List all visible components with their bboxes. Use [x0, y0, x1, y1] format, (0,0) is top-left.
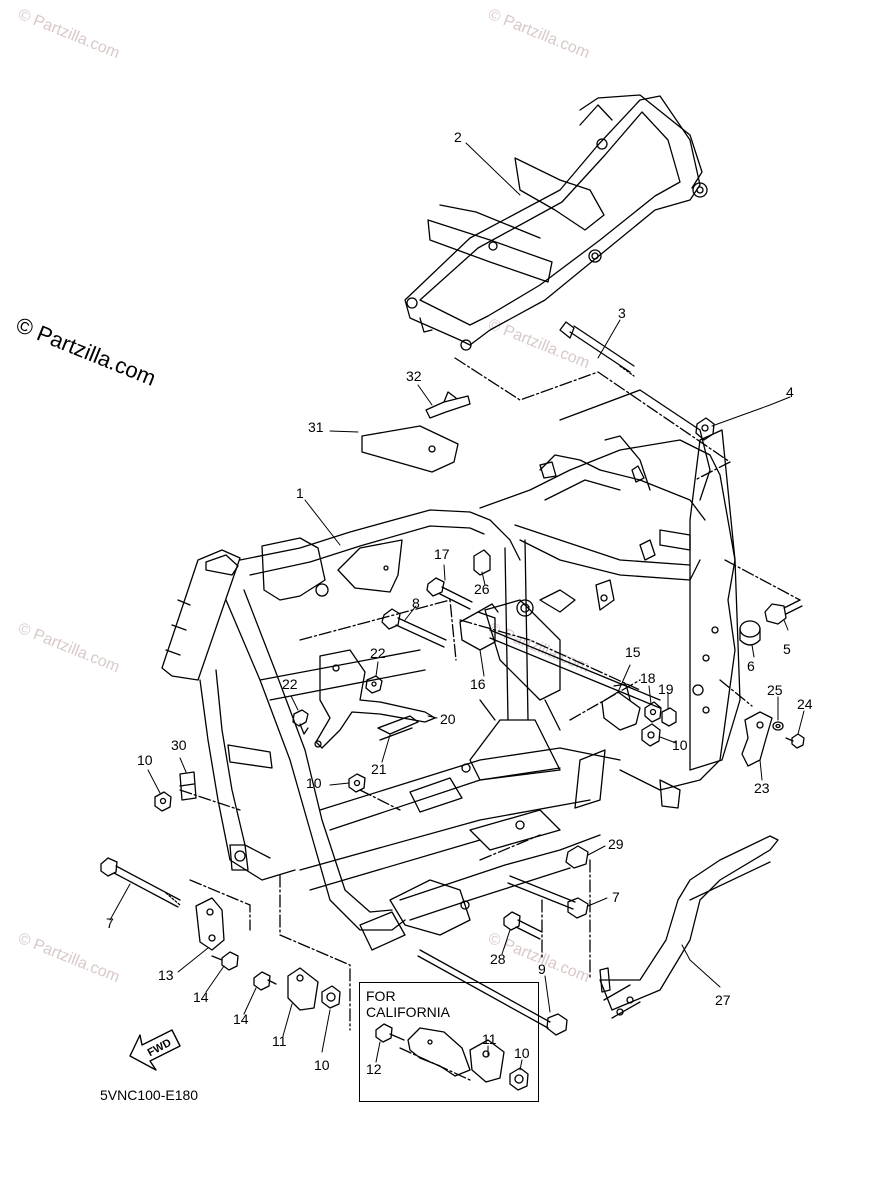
part-label: 10: [137, 752, 153, 768]
assembly-lines: [179, 559, 801, 1031]
bracket-part-15: [601, 683, 641, 731]
part-label: 14: [193, 989, 209, 1005]
part-label: 6: [747, 658, 755, 674]
part-label: 16: [470, 676, 486, 692]
part-label: 9: [538, 961, 546, 977]
part-label: 10: [514, 1045, 530, 1061]
part-label: 28: [490, 951, 506, 967]
bolt-part-5: [764, 599, 803, 625]
part-label: 29: [608, 836, 624, 852]
part-label: 32: [406, 368, 422, 384]
part-label: 30: [171, 737, 187, 753]
bolt-part-22-left: [292, 709, 309, 735]
part-label: 11: [482, 1031, 497, 1047]
part-label: 26: [474, 581, 490, 597]
cap-part-29: [565, 845, 589, 869]
nut-part-10-right: [641, 723, 661, 747]
plate-part-31: [361, 425, 459, 473]
part-label: 15: [625, 644, 641, 660]
california-parts: [375, 1023, 529, 1091]
bolt-part-7-right: [507, 875, 589, 919]
bracket-part-20: [314, 649, 436, 749]
part-label: 5: [783, 641, 791, 657]
nut-part-18: [644, 701, 662, 723]
bolt-part-7-left: [100, 857, 181, 908]
rear-fender-stay: [404, 94, 708, 351]
clip-part-32: [425, 391, 471, 419]
nut-part-10-left: [154, 791, 172, 812]
bolt-part-9: [417, 949, 568, 1036]
part-label: 21: [371, 761, 387, 777]
part-label: 20: [440, 711, 456, 727]
bolt-part-14-upper: [211, 951, 239, 971]
bolt-part-24: [785, 733, 805, 749]
collar-part-30: [179, 771, 197, 801]
part-label: 17: [434, 546, 450, 562]
part-label: 1: [296, 485, 304, 501]
bolt-part-28: [503, 911, 543, 940]
part-label: 8: [412, 595, 420, 611]
bolt-part-3: [559, 321, 635, 377]
california-title: FOR CALIFORNIA: [366, 988, 451, 1020]
part-label: 7: [612, 889, 620, 905]
part-label: 22: [282, 676, 298, 692]
plate-part-21: [377, 715, 419, 741]
part-label: 10: [306, 775, 322, 791]
collar-part-26: [473, 549, 491, 576]
california-inset: [359, 982, 539, 1102]
diagram-code: 5VNC100-E180: [100, 1087, 199, 1103]
part-label: 23: [754, 780, 770, 796]
part-label: 11: [272, 1033, 287, 1049]
nut-part-10-lower: [321, 985, 341, 1009]
part-label: 18: [640, 670, 656, 686]
part-label: 2: [454, 129, 462, 145]
part-label: 10: [314, 1057, 330, 1073]
part-label: 13: [158, 967, 174, 983]
part-label: 25: [767, 682, 783, 698]
part-label: 4: [786, 384, 794, 400]
bolt-part-14-lower: [253, 971, 277, 991]
nut-part-10-center: [348, 773, 366, 793]
washer-part-25: [772, 721, 784, 731]
nut-part-19: [661, 707, 677, 727]
brace-part-27: [599, 835, 779, 1019]
part-label: 22: [370, 645, 386, 661]
part-label: 12: [366, 1061, 382, 1077]
bracket-part-23: [741, 711, 773, 767]
main-frame: [161, 389, 741, 951]
shaft-part-16: [459, 603, 661, 709]
bolt-part-22-upper: [365, 675, 383, 694]
plate-part-13: [195, 897, 225, 951]
part-label: 27: [715, 992, 731, 1008]
part-label: 31: [308, 419, 324, 435]
plate-part-11: [287, 967, 319, 1011]
bolt-part-8: [381, 608, 447, 648]
part-label: 10: [672, 737, 688, 753]
part-label: 14: [233, 1011, 249, 1027]
cap-part-6: [739, 620, 761, 646]
bolt-part-17: [426, 577, 473, 610]
part-label: 7: [106, 915, 114, 931]
part-label: 19: [658, 681, 674, 697]
fwd-arrow-icon: [129, 1029, 181, 1071]
leader-lines: [109, 142, 805, 1071]
part-label: 3: [618, 305, 626, 321]
part-label: 24: [797, 696, 813, 712]
